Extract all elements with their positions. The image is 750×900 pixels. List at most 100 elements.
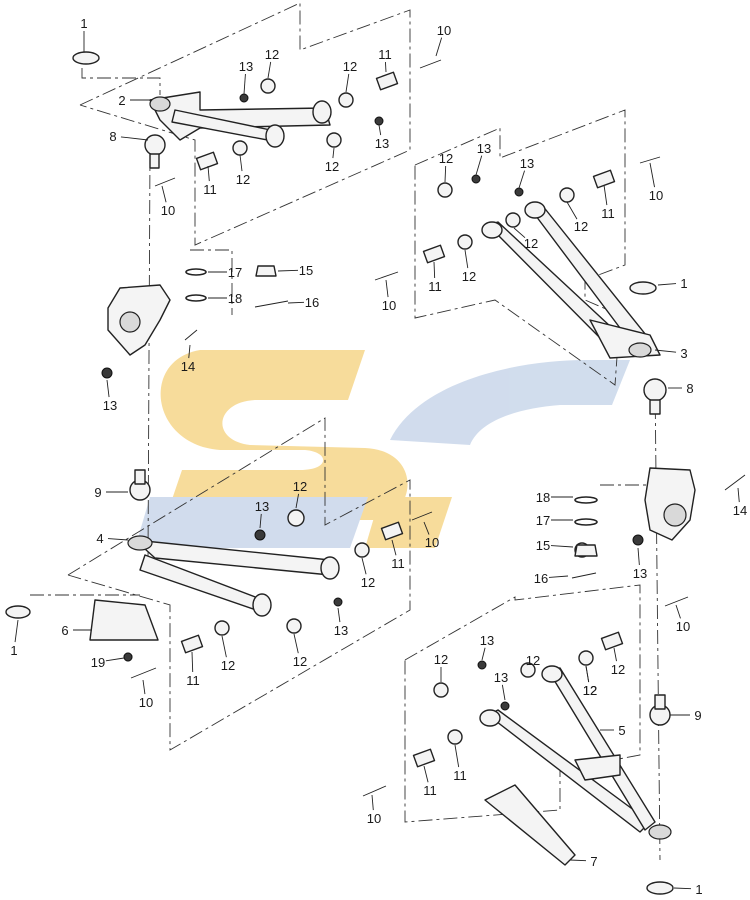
callout-number: 12 [293, 479, 307, 494]
leader-line [371, 794, 374, 811]
hardware [5, 51, 746, 895]
leader-line [337, 607, 341, 623]
lower-front-a-arm [127, 535, 340, 617]
leader-line [385, 279, 389, 298]
callout-number: 12 [583, 683, 597, 698]
watermark-yellow-shape [160, 350, 408, 520]
callout-number: 12 [434, 652, 448, 667]
leader-line [361, 557, 367, 575]
callout-number: 11 [203, 182, 217, 197]
axis-right-vertical [654, 379, 661, 861]
callout-number: 12 [611, 662, 625, 677]
callout-number: 1 [10, 643, 17, 658]
callout-number: 10 [139, 695, 153, 710]
leader-line [107, 538, 129, 541]
callout-number: 5 [618, 723, 625, 738]
leader-line [637, 547, 640, 566]
leader-line [259, 513, 262, 529]
callout-number: 1 [680, 276, 687, 291]
callout-number: 7 [590, 854, 597, 869]
leader-line [649, 162, 655, 188]
callout-number: 9 [94, 485, 101, 500]
leader-line [391, 539, 397, 556]
clips [5, 51, 674, 895]
leader-line [207, 165, 210, 182]
assembly-frames [67, 2, 641, 823]
leader-line [277, 269, 299, 272]
callout-number: 11 [391, 556, 405, 571]
leader-line [191, 651, 194, 673]
sleeves [180, 71, 624, 768]
callout-number: 13 [477, 141, 491, 156]
leader-line [345, 73, 350, 93]
callout-number: 14 [733, 503, 747, 518]
guard-7 [484, 784, 576, 866]
callout-number: 13 [520, 156, 534, 171]
callout-number: 12 [221, 658, 235, 673]
callout-number: 10 [676, 619, 690, 634]
callout-number: 12 [462, 269, 476, 284]
callout-number: 19 [91, 655, 105, 670]
callout-number: 3 [680, 346, 687, 361]
steering-knuckle-left [107, 284, 171, 356]
leader-line [501, 684, 506, 701]
leader-line [481, 647, 486, 661]
lower-rear-a-arm [479, 665, 672, 840]
ball-joint-9-right [649, 694, 671, 726]
steering-knuckle-right [644, 467, 696, 541]
callout-number: 12 [526, 653, 540, 668]
callout-number: 12 [524, 236, 538, 251]
callout-number: 8 [686, 381, 693, 396]
upper-front-a-arm [149, 91, 332, 148]
callout-number: 13 [480, 633, 494, 648]
leader-line [526, 663, 529, 666]
callout-number: 11 [378, 47, 392, 62]
callout-number: 12 [236, 172, 250, 187]
callout-number: 10 [425, 535, 439, 550]
callout-number: 18 [228, 291, 242, 306]
axis-clip-link [81, 68, 161, 95]
leader-line [737, 487, 740, 503]
watermark-blue-shape [390, 360, 630, 445]
frame-upper-rear [414, 109, 626, 386]
leader-line [161, 185, 167, 203]
upper-rear-a-arm [481, 201, 661, 359]
callout-number: 16 [305, 295, 319, 310]
leader-line [444, 165, 447, 183]
callout-number: 18 [536, 490, 550, 505]
leader-line [433, 261, 436, 279]
springs-and-castle-nuts [123, 265, 598, 662]
callout-number: 10 [367, 811, 381, 826]
callout-number: 1 [80, 16, 87, 31]
axis-lines [30, 68, 661, 861]
callout-number: 12 [361, 575, 375, 590]
leader-line [120, 136, 149, 141]
callout-number: 11 [428, 279, 442, 294]
callout-number: 11 [423, 783, 437, 798]
leader-line [569, 859, 587, 862]
frame-lower-rear [404, 584, 641, 823]
leader-line [550, 545, 574, 548]
callout-number: 4 [96, 531, 103, 546]
frame-upper-front [79, 2, 411, 246]
leader-line [239, 154, 243, 172]
leader-line [613, 647, 617, 662]
callout-number: 13 [334, 623, 348, 638]
watermark-logo [135, 350, 630, 548]
bushings [214, 78, 594, 745]
leader-line [435, 37, 443, 57]
leader-line [423, 765, 429, 783]
watermark-blue-bar [135, 497, 368, 548]
leader-line [673, 887, 692, 890]
callout-number: 12 [574, 219, 588, 234]
leader-line [267, 61, 272, 79]
callout-number: 15 [299, 263, 313, 278]
leader-line [221, 635, 227, 658]
leader-line [106, 379, 110, 398]
callout-number: 17 [536, 513, 550, 528]
leader-line [287, 301, 305, 304]
ball-joint-8-rear [643, 378, 667, 415]
callout-number: 13 [633, 566, 647, 581]
callout-number: 10 [437, 23, 451, 38]
